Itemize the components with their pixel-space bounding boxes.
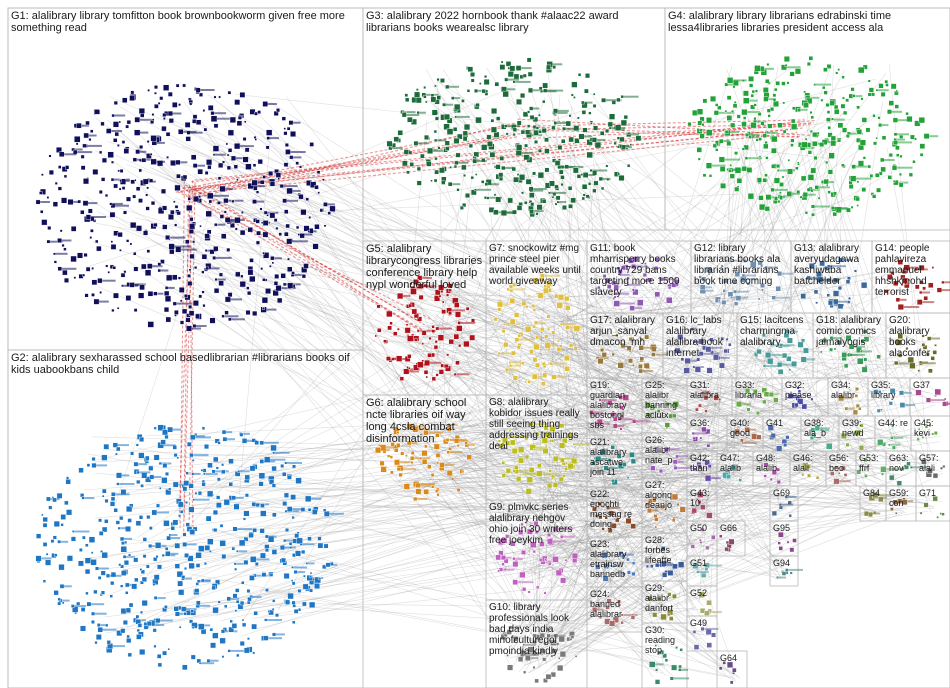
node-cluster-g6: [375, 423, 475, 500]
node-cluster-g14: [885, 260, 950, 310]
group-box-g71: [916, 486, 950, 521]
node-cluster-g4: [688, 56, 939, 216]
node-cluster-g94: [776, 569, 803, 579]
node-cluster-g37: [916, 389, 950, 406]
